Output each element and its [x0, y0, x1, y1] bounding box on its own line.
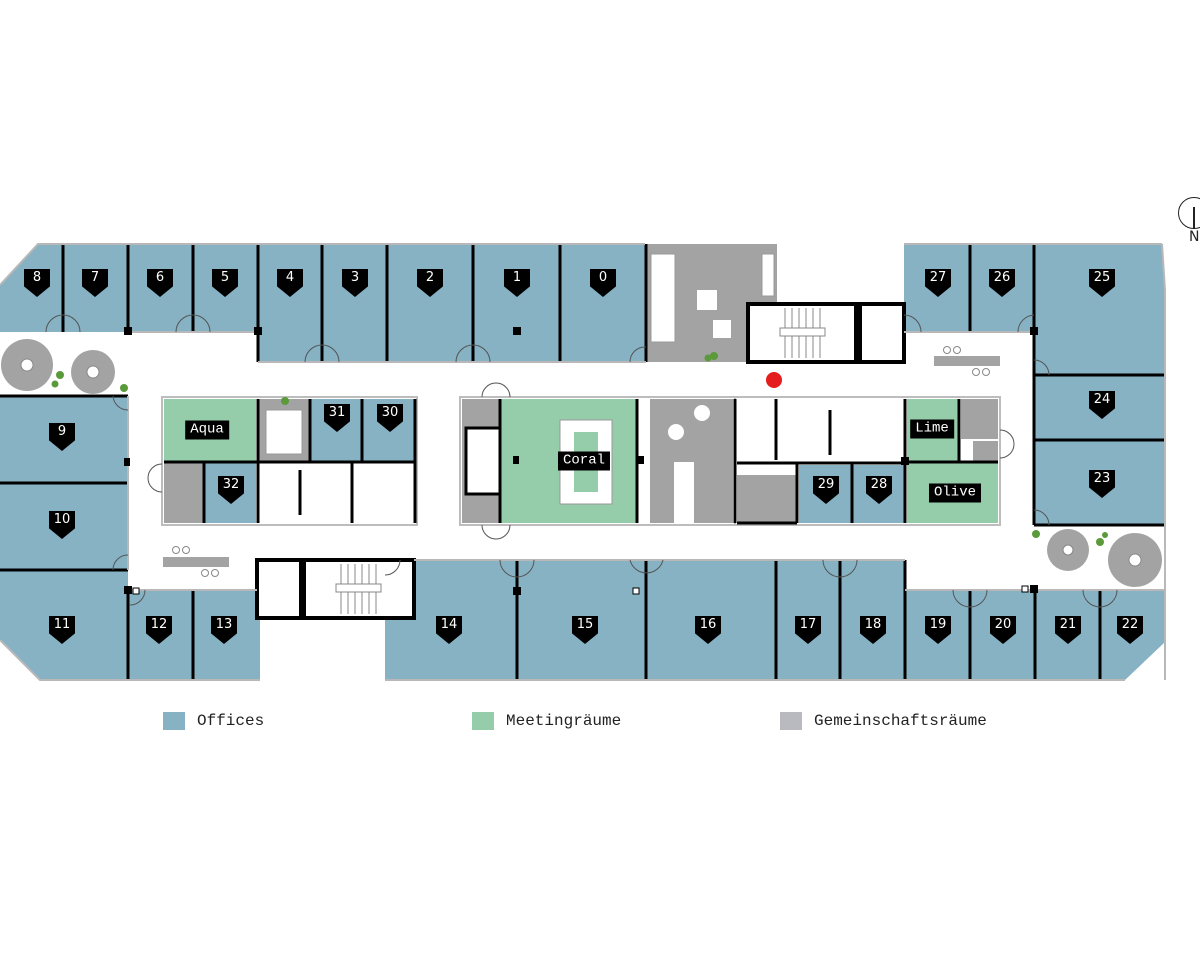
office-pin-15[interactable]: 15 [572, 616, 598, 644]
office-number: 29 [817, 477, 835, 492]
office-number: 18 [864, 617, 882, 632]
office-number: 30 [381, 405, 399, 420]
office-number: 13 [215, 617, 233, 632]
legend-swatch-offices [163, 712, 185, 730]
office-pin-29[interactable]: 29 [813, 476, 839, 504]
compass-ring [1178, 197, 1200, 229]
office-pin-2[interactable]: 2 [417, 269, 443, 297]
office-pin-14[interactable]: 14 [436, 616, 462, 644]
office-pin-31[interactable]: 31 [324, 404, 350, 432]
office-number: 15 [576, 617, 594, 632]
legend-item-meeting-rooms: Meetingräume [472, 712, 621, 730]
office-number: 8 [32, 270, 42, 285]
office-number: 16 [699, 617, 717, 632]
legend-label-common-rooms: Gemeinschaftsräume [814, 712, 987, 730]
office-number: 27 [929, 270, 947, 285]
office-pin-6[interactable]: 6 [147, 269, 173, 297]
office-number: 32 [222, 477, 240, 492]
office-pin-18[interactable]: 18 [860, 616, 886, 644]
office-number: 3 [350, 270, 360, 285]
office-pin-7[interactable]: 7 [82, 269, 108, 297]
meeting-room-label-aqua[interactable]: Aqua [185, 420, 229, 440]
office-number: 9 [57, 424, 67, 439]
office-pin-5[interactable]: 5 [212, 269, 238, 297]
legend-label-offices: Offices [197, 712, 265, 730]
legend-label-meeting-rooms: Meetingräume [506, 712, 622, 730]
office-number: 5 [220, 270, 230, 285]
office-pin-27[interactable]: 27 [925, 269, 951, 297]
legend-swatch-meeting-rooms [472, 712, 494, 730]
office-number: 2 [425, 270, 435, 285]
office-pin-17[interactable]: 17 [795, 616, 821, 644]
office-pin-11[interactable]: 11 [49, 616, 75, 644]
office-number: 25 [1093, 270, 1111, 285]
office-number: 6 [155, 270, 165, 285]
office-number: 24 [1093, 392, 1111, 407]
office-number: 21 [1059, 617, 1077, 632]
compass-needle-icon [1193, 207, 1195, 229]
office-number: 10 [53, 512, 71, 527]
office-number: 1 [512, 270, 522, 285]
office-pin-23[interactable]: 23 [1089, 470, 1115, 498]
office-pin-19[interactable]: 19 [925, 616, 951, 644]
legend-item-offices: Offices [163, 712, 264, 730]
office-pin-1[interactable]: 1 [504, 269, 530, 297]
legend-item-common-rooms: Gemeinschaftsräume [780, 712, 987, 730]
meeting-room-label-coral[interactable]: Coral [557, 451, 611, 471]
office-pin-4[interactable]: 4 [277, 269, 303, 297]
office-pin-25[interactable]: 25 [1089, 269, 1115, 297]
office-pin-10[interactable]: 10 [49, 511, 75, 539]
office-pin-26[interactable]: 26 [989, 269, 1015, 297]
office-pin-8[interactable]: 8 [24, 269, 50, 297]
office-pin-3[interactable]: 3 [342, 269, 368, 297]
office-number: 7 [90, 270, 100, 285]
office-number: 22 [1121, 617, 1139, 632]
office-pin-28[interactable]: 28 [866, 476, 892, 504]
north-compass: N [1176, 195, 1200, 255]
office-number: 28 [870, 477, 888, 492]
office-pin-32[interactable]: 32 [218, 476, 244, 504]
office-pin-9[interactable]: 9 [49, 423, 75, 451]
office-pin-13[interactable]: 13 [211, 616, 237, 644]
office-pin-0[interactable]: 0 [590, 269, 616, 297]
office-number: 14 [440, 617, 458, 632]
current-location-marker [766, 372, 782, 388]
office-number: 26 [993, 270, 1011, 285]
building-outline [0, 243, 1166, 681]
meeting-room-label-olive[interactable]: Olive [928, 483, 982, 503]
office-pin-24[interactable]: 24 [1089, 391, 1115, 419]
legend-swatch-common-rooms [780, 712, 802, 730]
office-pin-16[interactable]: 16 [695, 616, 721, 644]
office-pin-30[interactable]: 30 [377, 404, 403, 432]
meeting-room-label-lime[interactable]: Lime [910, 419, 954, 439]
office-number: 12 [150, 617, 168, 632]
office-number: 23 [1093, 471, 1111, 486]
office-number: 0 [598, 270, 608, 285]
office-number: 20 [994, 617, 1012, 632]
compass-label: N [1189, 229, 1200, 245]
office-pin-21[interactable]: 21 [1055, 616, 1081, 644]
office-pin-22[interactable]: 22 [1117, 616, 1143, 644]
office-number: 11 [53, 617, 71, 632]
office-pin-12[interactable]: 12 [146, 616, 172, 644]
office-number: 17 [799, 617, 817, 632]
office-number: 31 [328, 405, 346, 420]
office-number: 19 [929, 617, 947, 632]
office-number: 4 [285, 270, 295, 285]
office-pin-20[interactable]: 20 [990, 616, 1016, 644]
